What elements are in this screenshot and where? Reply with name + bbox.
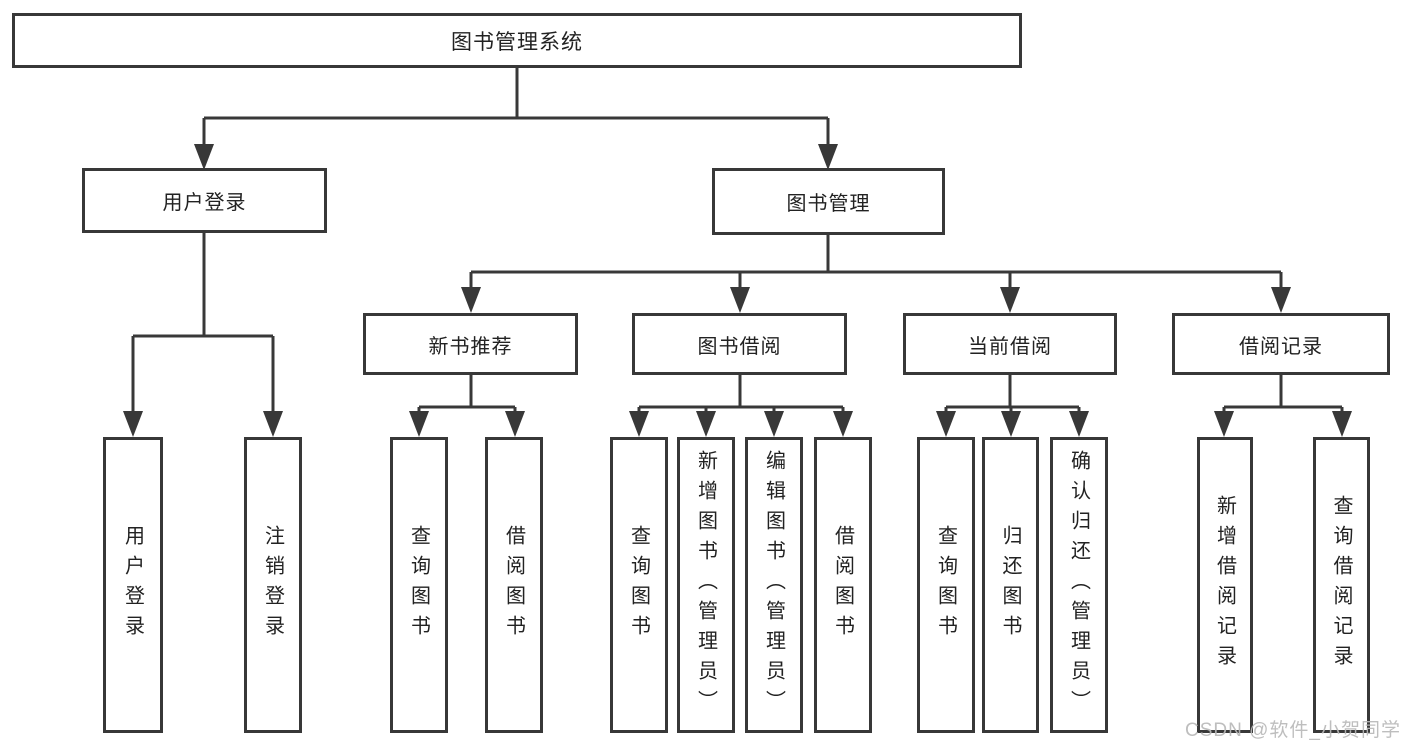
node-leaf-query-books-current: 查询图书 (917, 437, 975, 733)
node-leaf-user-login: 用户登录 (103, 437, 163, 733)
csdn-watermark: CSDN @软件_小贺同学 (1185, 720, 1401, 741)
node-leaf-add-borrow-record-label: 新增借阅记录 (1213, 495, 1236, 675)
node-leaf-logout-label: 注销登录 (261, 525, 284, 645)
node-leaf-borrow-books-recommend: 借阅图书 (485, 437, 543, 733)
node-root-label: 图书管理系统 (451, 30, 583, 54)
node-book-management: 图书管理 (712, 168, 945, 235)
node-borrow-records-label: 借阅记录 (1239, 335, 1323, 358)
node-leaf-query-borrow-record-label: 查询借阅记录 (1330, 495, 1352, 675)
node-leaf-query-books-current-label: 查询图书 (934, 525, 957, 645)
node-leaf-return-books: 归还图书 (982, 437, 1039, 733)
node-leaf-return-books-label: 归还图书 (999, 525, 1021, 645)
node-leaf-query-books-recommend-label: 查询图书 (407, 525, 430, 645)
node-book-borrow: 图书借阅 (632, 313, 847, 375)
node-new-book-recommend-label: 新书推荐 (428, 335, 513, 358)
node-user-login-label: 用户登录 (162, 192, 247, 214)
node-leaf-query-borrow-record: 查询借阅记录 (1313, 437, 1370, 733)
node-leaf-query-books-borrow-label: 查询图书 (627, 525, 650, 645)
node-book-management-label: 图书管理 (786, 193, 871, 215)
node-leaf-borrow-books-borrow-label: 借阅图书 (831, 525, 854, 645)
node-leaf-edit-book-admin: 编辑图书（管理员） (745, 437, 803, 733)
node-root: 图书管理系统 (12, 13, 1022, 68)
node-current-borrow-label: 当前借阅 (968, 335, 1052, 358)
node-leaf-add-borrow-record: 新增借阅记录 (1197, 437, 1253, 733)
node-book-borrow-label: 图书借阅 (697, 335, 782, 358)
node-current-borrow: 当前借阅 (903, 313, 1117, 375)
node-leaf-add-book-admin: 新增图书（管理员） (677, 437, 735, 733)
node-leaf-confirm-return-admin: 确认归还（管理员） (1050, 437, 1108, 733)
node-leaf-borrow-books-recommend-label: 借阅图书 (502, 525, 525, 645)
node-borrow-records: 借阅记录 (1172, 313, 1390, 375)
node-leaf-borrow-books-borrow: 借阅图书 (814, 437, 872, 733)
node-leaf-confirm-return-admin-label: 确认归还（管理员） (1067, 450, 1090, 720)
node-leaf-user-login-label: 用户登录 (121, 525, 144, 645)
node-leaf-query-books-recommend: 查询图书 (390, 437, 448, 733)
node-user-login: 用户登录 (82, 168, 327, 233)
node-leaf-logout: 注销登录 (244, 437, 302, 733)
node-leaf-query-books-borrow: 查询图书 (610, 437, 668, 733)
node-new-book-recommend: 新书推荐 (363, 313, 578, 375)
node-leaf-add-book-admin-label: 新增图书（管理员） (694, 450, 717, 720)
node-leaf-edit-book-admin-label: 编辑图书（管理员） (762, 450, 785, 720)
